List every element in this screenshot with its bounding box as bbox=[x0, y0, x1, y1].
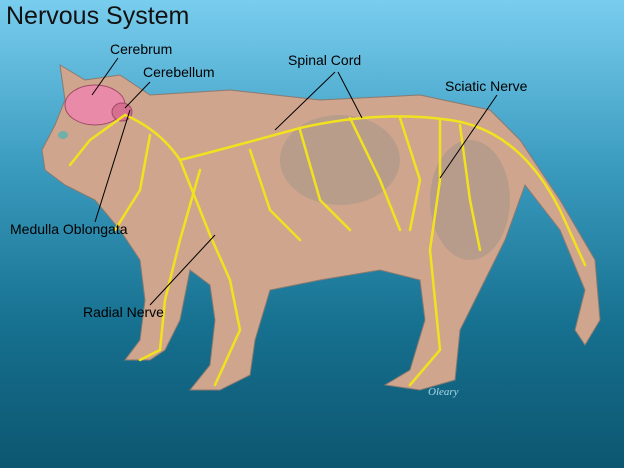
label-sciatic-nerve: Sciatic Nerve bbox=[445, 78, 528, 94]
label-spinal-cord: Spinal Cord bbox=[288, 52, 362, 68]
cat-eye bbox=[58, 131, 68, 139]
spinal-cord-nerve bbox=[123, 113, 587, 267]
page-title: Nervous System bbox=[6, 2, 190, 30]
nerves bbox=[68, 113, 587, 387]
label-cerebrum: Cerebrum bbox=[110, 41, 173, 57]
leader-lines bbox=[91, 57, 498, 306]
brain bbox=[64, 84, 133, 126]
label-medulla-oblongata: Medulla Oblongata bbox=[10, 221, 128, 237]
label-cerebellum: Cerebellum bbox=[143, 64, 215, 80]
label-radial-nerve: Radial Nerve bbox=[83, 304, 164, 320]
artist-signature: Oleary bbox=[428, 386, 459, 398]
cat-body bbox=[41, 64, 601, 391]
